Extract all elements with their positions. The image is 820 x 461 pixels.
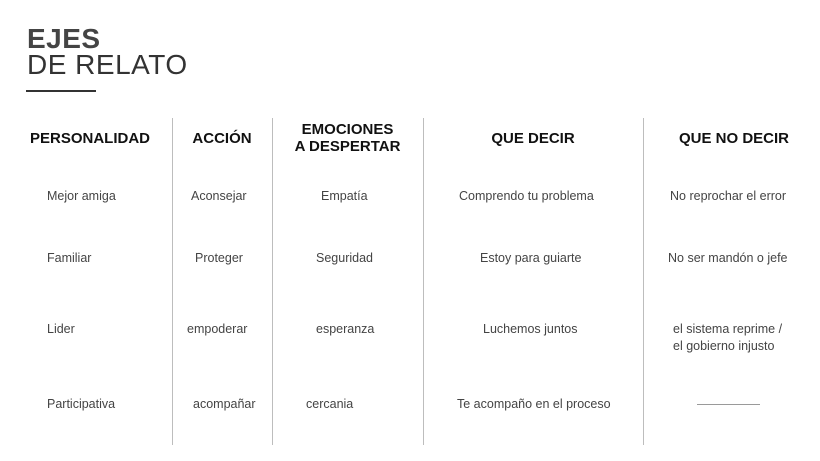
cell-que-no-decir-1: No reprochar el error xyxy=(670,189,787,203)
title-line2: DE RELATO xyxy=(27,49,188,80)
cell-que-decir-2: Estoy para guiarte xyxy=(480,251,582,265)
cell-que-decir-1: Comprendo tu problema xyxy=(459,189,594,203)
header-emociones: EMOCIONES A DESPERTAR xyxy=(272,121,423,155)
cell-personalidad-4: Participativa xyxy=(47,397,116,411)
cell-que-no-decir-2: No ser mandón o jefe xyxy=(668,251,788,265)
header-que-decir: QUE DECIR xyxy=(491,130,575,147)
header-emociones-line1: EMOCIONES xyxy=(301,121,394,138)
cell-emociones-1: Empatía xyxy=(321,189,368,203)
title-line1: EJES xyxy=(27,23,101,54)
cell-personalidad-3: Lider xyxy=(47,322,75,336)
cell-accion-4: acompañar xyxy=(193,397,256,411)
cell-que-no-decir-3-line2: el gobierno injusto xyxy=(673,339,775,353)
cell-que-decir-4: Te acompaño en el proceso xyxy=(457,397,611,411)
cell-personalidad-1: Mejor amiga xyxy=(47,189,116,203)
header-personalidad: PERSONALIDAD xyxy=(29,130,150,147)
cell-personalidad-2: Familiar xyxy=(47,251,92,265)
header-emociones-line2: A DESPERTAR xyxy=(294,138,401,155)
header-que-no-decir: QUE NO DECIR xyxy=(678,130,789,147)
cell-que-no-decir-3-line1: el sistema reprime / xyxy=(673,322,783,336)
title-underline xyxy=(26,90,96,92)
cell-emociones-3: esperanza xyxy=(316,322,375,336)
column-divider xyxy=(423,118,424,445)
cell-emociones-2: Seguridad xyxy=(316,251,373,265)
cell-accion-2: Proteger xyxy=(195,251,243,265)
header-accion: ACCIÓN xyxy=(192,130,252,147)
column-divider xyxy=(172,118,173,445)
cell-emociones-4: cercania xyxy=(306,397,354,411)
cell-que-decir-3: Luchemos juntos xyxy=(483,322,578,336)
empty-cell-dash xyxy=(697,404,760,405)
cell-accion-1: Aconsejar xyxy=(191,189,247,203)
column-divider xyxy=(272,118,273,445)
cell-accion-3: empoderar xyxy=(187,322,248,336)
column-divider xyxy=(643,118,644,445)
cell-que-no-decir-3: el sistema reprime / el gobierno injusto xyxy=(673,321,782,355)
